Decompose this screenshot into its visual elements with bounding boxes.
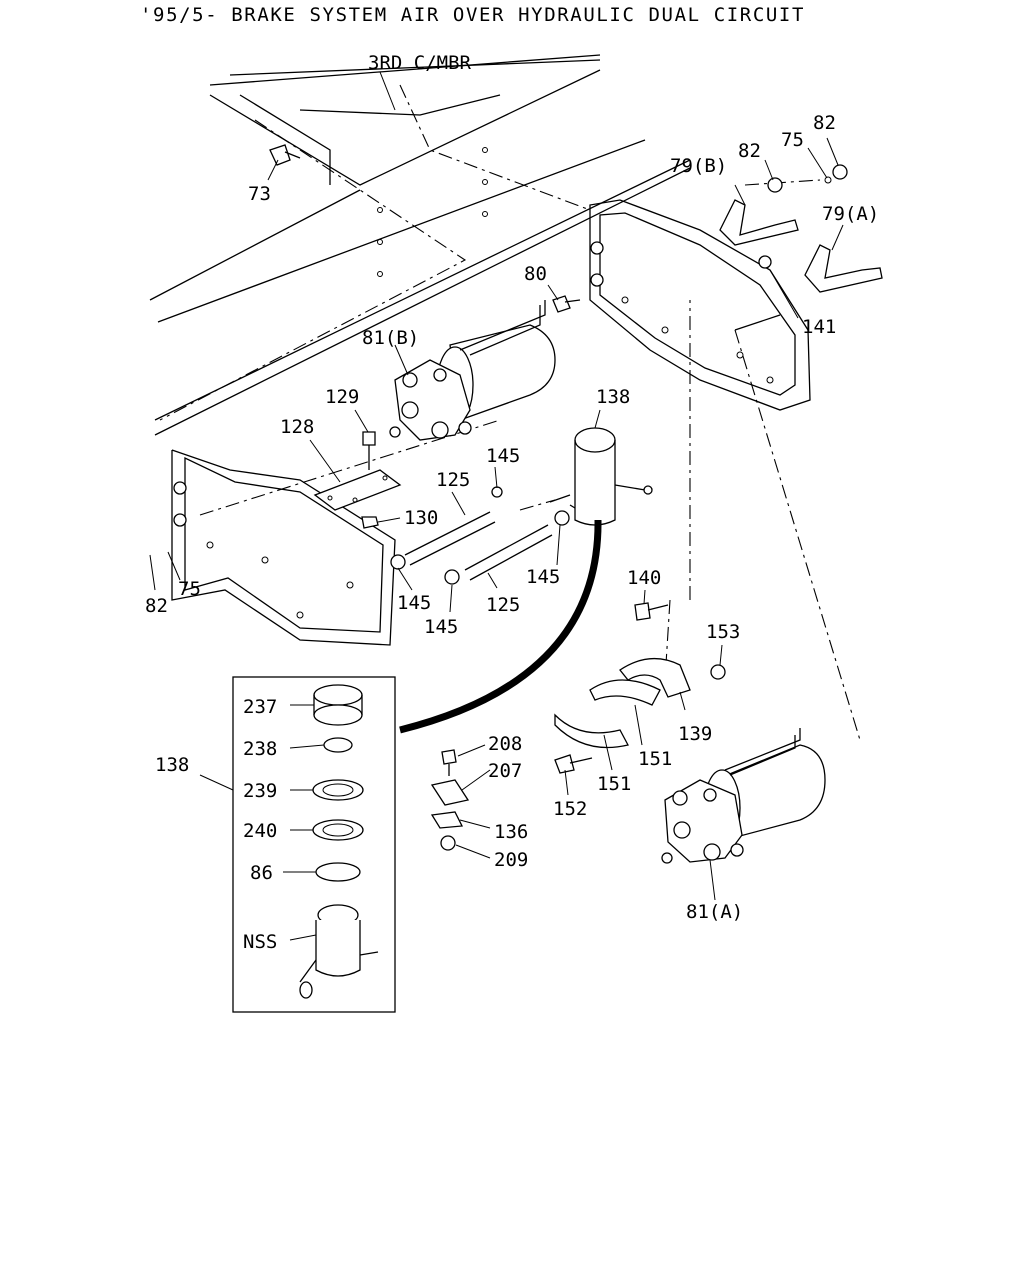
leader-lines — [149, 137, 844, 941]
callout-79b: 79(B) — [670, 155, 727, 177]
callout-207: 207 — [488, 760, 522, 782]
callout-79a: 79(A) — [822, 203, 879, 225]
reservoir-138 — [549, 427, 653, 526]
callout-151-a: 151 — [638, 748, 672, 770]
callout-82-top-b: 82 — [813, 112, 836, 134]
callout-240: 240 — [243, 820, 277, 842]
callout-75-top: 75 — [781, 129, 804, 151]
frame-label-leader — [379, 71, 396, 111]
frame-label: 3RD C/MBR — [368, 52, 472, 74]
callout-140: 140 — [627, 567, 661, 589]
callout-nss: NSS — [243, 931, 277, 953]
callout-129: 129 — [325, 386, 359, 408]
callout-238: 238 — [243, 738, 277, 760]
callout-239: 239 — [243, 780, 277, 802]
callout-81b: 81(B) — [362, 327, 419, 349]
small-parts — [430, 749, 470, 851]
callout-152: 152 — [553, 798, 587, 820]
callout-81a: 81(A) — [686, 901, 743, 923]
callout-80: 80 — [524, 263, 547, 285]
callout-141: 141 — [802, 316, 836, 338]
callout-139: 139 — [678, 723, 712, 745]
callout-128: 128 — [280, 416, 314, 438]
callout-145-d: 145 — [424, 616, 458, 638]
detail-pointer-arc — [399, 519, 602, 734]
callout-145-c: 145 — [397, 592, 431, 614]
callout-145-b: 145 — [526, 566, 560, 588]
brackets-79 — [719, 199, 883, 293]
callout-labels: 3RD C/MBR 73 82 82 75 79(B) 79(A) 80 141… — [145, 52, 879, 953]
callout-125-a: 125 — [436, 469, 470, 491]
callout-208: 208 — [488, 733, 522, 755]
callout-138-top: 138 — [596, 386, 630, 408]
plate-128-assembly — [313, 431, 402, 529]
brake-booster-81a — [661, 728, 826, 864]
callout-86: 86 — [250, 862, 273, 884]
callout-145-a: 145 — [486, 445, 520, 467]
brake-booster-81b — [389, 300, 556, 441]
lower-bracket-set — [554, 602, 726, 774]
callout-125-b: 125 — [486, 594, 520, 616]
callout-82-top-a: 82 — [738, 140, 761, 162]
reservoir-detail-box — [232, 676, 396, 1013]
callout-82-left: 82 — [145, 595, 168, 617]
top-fasteners — [269, 144, 848, 313]
callout-138-left: 138 — [155, 754, 189, 776]
callout-73: 73 — [248, 183, 271, 205]
cross-member-right — [589, 199, 811, 411]
callout-75-left: 75 — [178, 578, 201, 600]
diagram-title: '95/5- BRAKE SYSTEM AIR OVER HYDRAULIC D… — [140, 4, 805, 26]
callout-237: 237 — [243, 696, 277, 718]
callout-209: 209 — [494, 849, 528, 871]
callout-153: 153 — [706, 621, 740, 643]
assembly-lines — [519, 179, 861, 741]
callout-151-b: 151 — [597, 773, 631, 795]
callout-130: 130 — [404, 507, 438, 529]
frame-side-rail — [149, 54, 691, 436]
callout-136: 136 — [494, 821, 528, 843]
